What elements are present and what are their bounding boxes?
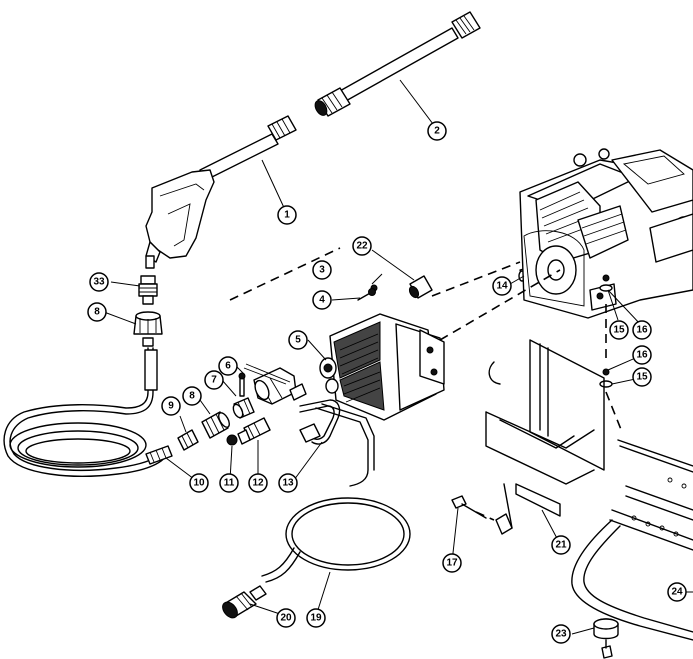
engine-mounts — [599, 274, 613, 388]
inlet-fittings — [177, 411, 230, 451]
screw — [451, 495, 487, 519]
svg-text:33: 33 — [93, 277, 105, 288]
svg-text:19: 19 — [310, 613, 322, 624]
svg-text:23: 23 — [555, 629, 567, 640]
extension-wand — [314, 11, 481, 117]
callout-33: 33 — [89, 272, 109, 292]
svg-text:22: 22 — [356, 241, 368, 252]
svg-text:13: 13 — [282, 478, 294, 489]
unloader-assembly — [226, 363, 307, 446]
trigger-gun — [145, 115, 297, 269]
svg-text:11: 11 — [224, 478, 235, 489]
frame — [571, 439, 693, 641]
svg-text:3: 3 — [319, 265, 325, 276]
pump-small-parts — [357, 275, 433, 301]
callout-21: 21 — [551, 535, 571, 555]
rubber-foot — [593, 618, 619, 659]
callout-3: 3 — [312, 260, 332, 280]
svg-text:8: 8 — [94, 307, 100, 318]
belt-guard-bracket — [485, 339, 605, 535]
svg-text:5: 5 — [295, 335, 301, 346]
svg-text:14: 14 — [496, 281, 508, 292]
engine — [519, 148, 693, 319]
inlet-coil — [261, 403, 411, 583]
callout-24: 24 — [667, 582, 687, 602]
callout-1: 1 — [277, 205, 297, 225]
callout-20: 20 — [276, 608, 296, 628]
callout-23: 23 — [551, 624, 571, 644]
inlet-filter — [222, 585, 267, 619]
callout-8-lower: 8 — [182, 386, 202, 406]
callout-11: 11 — [219, 473, 239, 493]
svg-text:1: 1 — [284, 210, 290, 221]
svg-text:24: 24 — [671, 587, 683, 598]
high-pressure-hose — [3, 347, 173, 477]
bypass-tube — [299, 399, 341, 445]
assembly-lines — [229, 247, 623, 521]
callout-12: 12 — [248, 473, 268, 493]
callout-15-lower: 15 — [632, 367, 652, 387]
svg-text:15: 15 — [613, 325, 625, 336]
callout-9: 9 — [161, 396, 181, 416]
callout-13: 13 — [278, 473, 298, 493]
callout-2: 2 — [427, 121, 447, 141]
pump — [319, 313, 445, 421]
gun-fittings — [133, 275, 163, 347]
svg-text:16: 16 — [636, 325, 648, 336]
svg-text:4: 4 — [319, 295, 325, 306]
callout-7: 7 — [204, 370, 224, 390]
callout-14: 14 — [492, 276, 512, 296]
callout-22: 22 — [352, 236, 372, 256]
svg-text:2: 2 — [434, 126, 440, 137]
svg-text:20: 20 — [280, 613, 292, 624]
svg-text:10: 10 — [193, 478, 205, 489]
svg-text:12: 12 — [252, 478, 264, 489]
callout-10: 10 — [189, 473, 209, 493]
callout-4: 4 — [312, 290, 332, 310]
svg-text:21: 21 — [555, 540, 567, 551]
callout-16-upper: 16 — [632, 320, 652, 340]
callout-5: 5 — [288, 330, 308, 350]
callout-6: 6 — [218, 356, 238, 376]
callout-8-upper: 8 — [87, 302, 107, 322]
svg-text:8: 8 — [189, 391, 195, 402]
svg-text:6: 6 — [225, 361, 231, 372]
callout-17: 17 — [442, 553, 462, 573]
svg-text:15: 15 — [636, 372, 648, 383]
svg-text:7: 7 — [211, 375, 217, 386]
callout-16-lower: 16 — [632, 345, 652, 365]
callout-19: 19 — [306, 608, 326, 628]
callout-15-upper: 15 — [609, 320, 629, 340]
svg-text:17: 17 — [446, 558, 458, 569]
svg-text:16: 16 — [636, 350, 648, 361]
svg-text:9: 9 — [168, 401, 174, 412]
